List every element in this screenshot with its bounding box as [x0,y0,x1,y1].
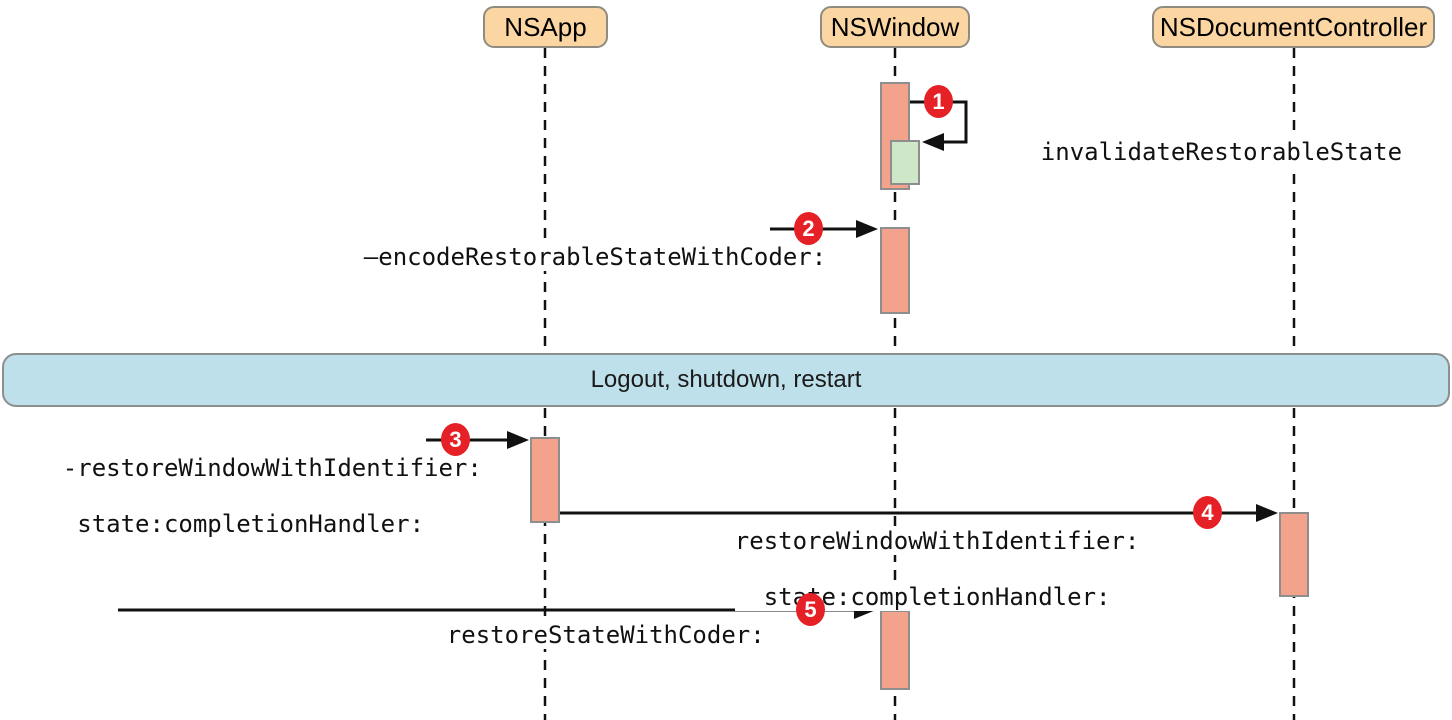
phase-banner: Logout, shutdown, restart [2,353,1450,407]
message-label-5: restoreStateWithCoder: [446,621,765,649]
actor-box-nsapp: NSApp [483,6,608,48]
arrowhead-right-icon [1256,504,1278,522]
activation-nswindow-nested [890,140,920,185]
activation-nswindow-2 [880,227,910,314]
arrowhead-left-icon [922,133,944,151]
message-label-2: —encodeRestorableStateWithCoder: [363,243,827,271]
activation-nsdocumentcontroller [1279,512,1309,597]
step-badge-2: 2 [794,212,823,245]
activation-nswindow-3 [880,610,910,690]
message-label-1: invalidateRestorableState [1040,138,1403,166]
actor-label-nsapp: NSApp [504,11,587,42]
arrowhead-right-icon [856,220,878,238]
step-badge-5: 5 [796,593,825,626]
step-badge-4: 4 [1193,496,1222,529]
step-badge-1: 1 [924,85,953,118]
activation-nsapp [530,437,560,523]
arrowhead-right-icon [507,431,529,449]
actor-label-nswindow: NSWindow [830,11,960,42]
phase-banner-label: Logout, shutdown, restart [590,366,862,393]
actor-box-nsdocumentcontroller: NSDocumentController [1152,6,1435,48]
actor-box-nswindow: NSWindow [820,6,970,48]
step-badge-3: 3 [441,423,470,456]
actor-label-nsdocumentcontroller: NSDocumentController [1159,11,1428,42]
message-label-3: -restoreWindowWithIdentifier: state:comp… [62,454,482,538]
